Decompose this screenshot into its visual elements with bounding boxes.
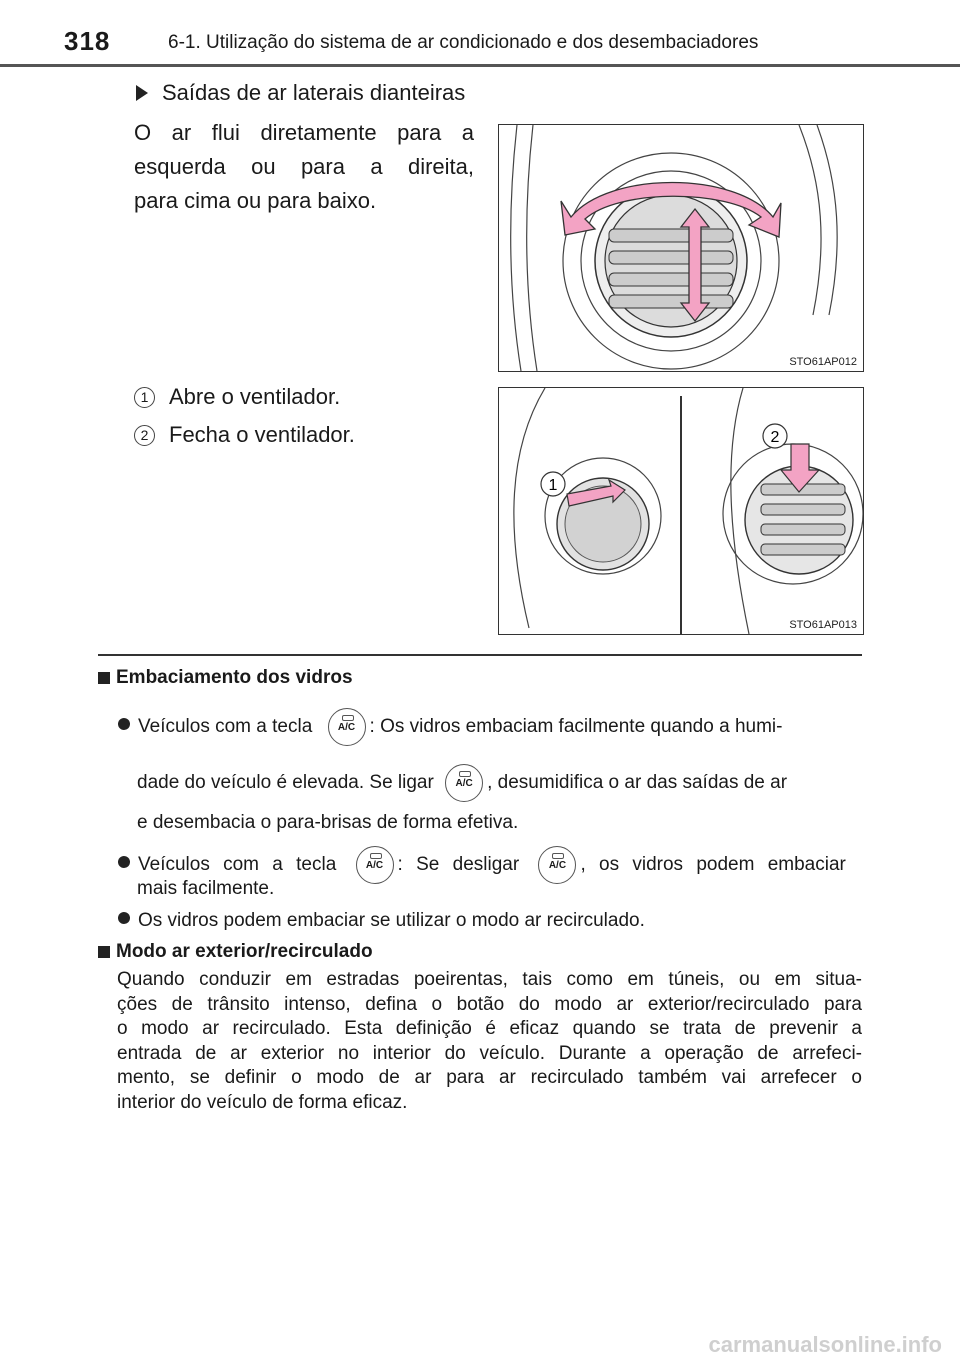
bullet-fogging-2: Veículos com a tecla A/C: Se desligar A/… <box>118 846 862 884</box>
ac-key-icon: A/C <box>327 708 366 746</box>
bullet-text: dade do veículo é elevada. Se ligar <box>137 772 434 794</box>
callout-1: 1 <box>549 477 558 494</box>
chapter-title: 6-1. Utilização do sistema de ar condici… <box>168 32 759 53</box>
item-label: Fecha o ventilador. <box>169 422 355 447</box>
page-number: 318 <box>64 26 111 56</box>
ac-key-icon: A/C <box>445 764 484 802</box>
bullet-fogging-1-end: e desembacia o para-brisas de forma efet… <box>137 812 862 834</box>
bullet-text: : Os vidros embaciam facilmente quando a… <box>369 716 783 738</box>
figure-vent-open-close: 1 2 STO61AP013 <box>498 387 864 635</box>
bullet-dot-icon <box>118 856 130 869</box>
callout-2: 2 <box>771 429 780 446</box>
bullet-fogging-3: Os vidros podem embaciar se utilizar o m… <box>118 910 862 932</box>
bullet-text: Os vidros podem embaciar se utilizar o m… <box>138 910 645 931</box>
square-bullet-icon <box>98 672 110 684</box>
bullet-text: Veículos com a tecla <box>138 716 313 738</box>
vent-illustration <box>509 125 838 371</box>
fogging-heading: Embaciamento dos vidros <box>116 667 353 688</box>
bullet-text: Veículos com a tecla <box>138 854 337 876</box>
side-vents-heading: Saídas de ar laterais dianteiras <box>162 80 466 105</box>
bullet-text: e desembacia o para-brisas de forma efet… <box>137 812 519 833</box>
figure-vent-directions: STO61AP012 <box>498 124 864 372</box>
item-close-vent: 2 Fecha o ventilador. <box>134 422 355 448</box>
number-circle-1: 1 <box>134 386 155 408</box>
ac-key-icon: A/C <box>538 846 577 884</box>
bullet-dot-icon <box>118 912 130 924</box>
bullet-fogging-2-end: mais facilmente. <box>137 878 862 900</box>
square-bullet-icon <box>98 946 110 958</box>
bullet-fogging-1: Veículos com a tecla A/C: Os vidros emba… <box>118 708 862 746</box>
paragraph-line: ções de trânsito intenso, defina o botão… <box>117 993 862 1015</box>
bullet-fogging-1-cont: dade do veículo é elevada. Se ligar A/C,… <box>137 764 862 802</box>
description-line: O ar flui diretamente para a <box>134 120 474 145</box>
paragraph-line: mento, se definir o modo de ar para ar r… <box>117 1067 862 1088</box>
vent-open-close-illustration: 1 2 <box>513 388 863 634</box>
heading-fogging: Embaciamento dos vidros <box>98 667 353 689</box>
bullet-text: : Se desligar <box>397 854 520 876</box>
air-mode-heading: Modo ar exterior/recirculado <box>116 941 373 962</box>
side-vents-description: O ar flui diretamente para a esquerda ou… <box>134 116 474 218</box>
item-open-vent: 1 Abre o ventilador. <box>134 384 340 410</box>
number-circle-2: 2 <box>134 424 155 446</box>
header-rule <box>0 64 960 67</box>
paragraph-line: Quando conduzir em estradas poeirentas, … <box>117 969 862 990</box>
description-line: para cima ou para baixo. <box>134 188 377 213</box>
description-line: esquerda ou para a direita, <box>134 154 474 179</box>
triangle-bullet-icon <box>136 85 148 101</box>
watermark: carmanualsonline.info <box>708 1332 943 1357</box>
item-label: Abre o ventilador. <box>169 384 341 409</box>
paragraph-line: interior do veículo de forma eficaz. <box>117 1091 408 1113</box>
heading-air-mode: Modo ar exterior/recirculado <box>98 941 373 963</box>
figure-code: STO61AP012 <box>789 356 857 368</box>
section-heading-side-vents: Saídas de ar laterais dianteiras <box>136 80 465 106</box>
air-mode-paragraph: Quando conduzir em estradas poeirentas, … <box>117 968 862 1115</box>
ac-key-icon: A/C <box>355 846 394 884</box>
bullet-text: , os vidros podem embaciar <box>580 854 846 876</box>
bullet-text: , desumidifica o ar das saídas de ar <box>487 772 788 794</box>
paragraph-line: o modo ar recirculado. Esta definição é … <box>117 1018 862 1039</box>
figure-code: STO61AP013 <box>789 619 857 631</box>
bullet-text: mais facilmente. <box>137 878 275 899</box>
paragraph-line: entrada de ar exterior no interior do ve… <box>117 1042 862 1064</box>
section-divider <box>98 654 862 656</box>
bullet-dot-icon <box>118 718 130 731</box>
